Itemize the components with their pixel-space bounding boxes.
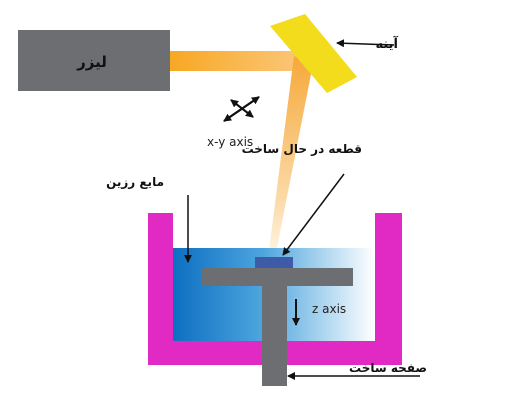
- laser-label: لیزر: [76, 53, 107, 71]
- laser-beam-reflected: [268, 56, 313, 258]
- mirror-pointer: [336, 39, 395, 48]
- liquid-resin-label: مایع رزین: [106, 175, 164, 189]
- laser-beam-horizontal: [170, 51, 305, 71]
- part-pointer: [282, 173, 345, 256]
- xy-axis-icon: [223, 96, 260, 122]
- part-in-progress: [255, 257, 293, 268]
- resin-vat: [148, 213, 402, 365]
- build-plate: [202, 268, 353, 286]
- build-plate-shaft: [262, 286, 287, 386]
- build-plate-label: صفحه ساخت: [349, 361, 427, 375]
- part-in-progress-label: قطعه در حال ساخت: [242, 142, 362, 156]
- laser-box: [18, 30, 170, 91]
- z-axis-label: z axis: [312, 302, 346, 316]
- xy-axis-label: x-y axis: [207, 135, 253, 149]
- mirror-label: آینه: [375, 35, 398, 52]
- mirror: [270, 14, 357, 93]
